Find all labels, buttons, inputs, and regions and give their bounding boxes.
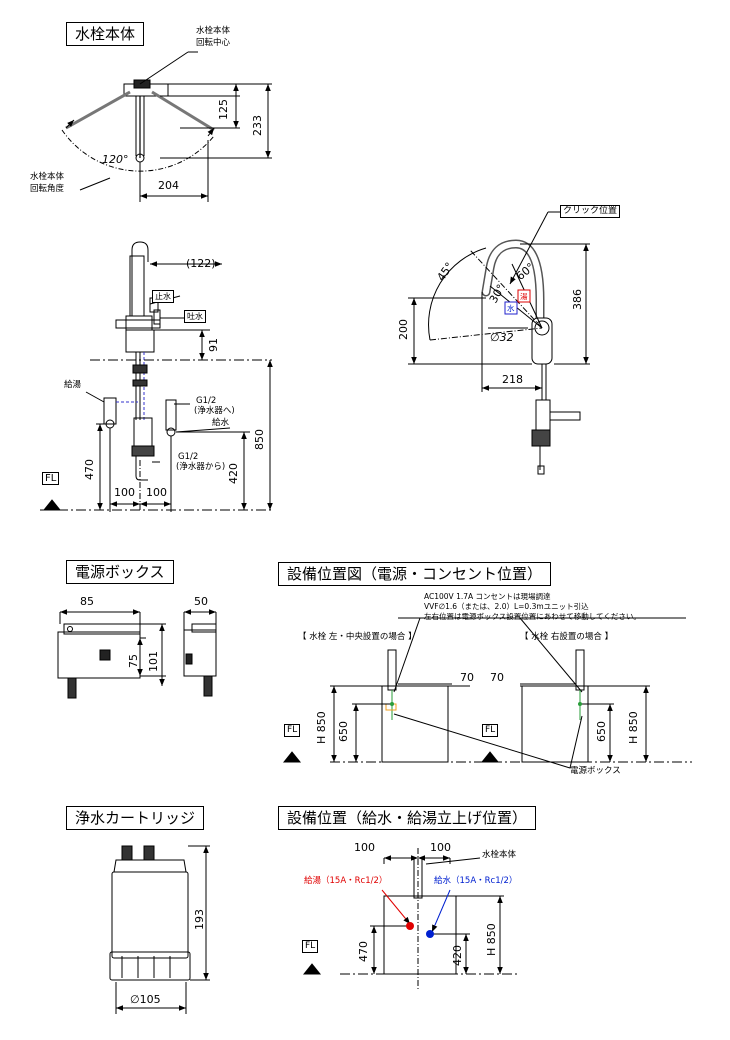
dim-101: 101 [147,651,160,672]
cold-marker: 水 [507,304,515,313]
section-title-supply: 設備位置（給水・給湯立上げ位置） [278,806,537,830]
g12-from-label-1: G1/2 [178,452,199,462]
fl-label-front: FL [42,472,60,485]
rotation-center-label-1: 水栓本体 [196,26,231,36]
equipment-note-1: AC100V 1.7A コンセントは現場調達 [424,592,551,601]
dim-125: 125 [217,99,230,120]
power-box-views [57,609,217,699]
dim-122: (122) [186,257,216,270]
dim-204: 204 [158,179,179,192]
rotation-angle-label-2: 回転角度 [30,184,65,194]
power-box-label: 電源ボックス [570,766,621,776]
click-position-label: クリック位置 [560,205,621,218]
dim-470: 470 [83,459,96,480]
dim-50: 50 [194,595,208,608]
rotation-angle-value: 120° [102,153,129,166]
dim-650-left: 650 [337,721,350,742]
equipment-position-views [282,617,692,769]
dim-420-supply: 420 [451,945,464,966]
dim-386: 386 [571,289,584,310]
dim-100-supply-left: 100 [354,841,375,854]
dim-70-right: 70 [490,671,504,684]
dia-105: ∅105 [130,993,161,1006]
section-title-equipment: 設備位置図（電源・コンセント位置） [278,562,552,586]
fl-label-supply: FL [302,940,319,953]
section-title-body: 水栓本体 [66,22,145,46]
dim-470-supply: 470 [357,941,370,962]
dim-h850-supply: H 850 [485,923,498,956]
dia-32: ∅32 [490,331,514,344]
dim-h850-right: H 850 [627,711,640,744]
rotation-angle-label-1: 水栓本体 [30,172,65,182]
cold-supply-size-label: 給水（15A・Rc1/2） [434,876,518,886]
dim-200: 200 [397,319,410,340]
cold-supply-label: 給水 [212,418,230,428]
supply-position-view [302,848,520,990]
section-title-cartridge: 浄水カートリッジ [66,806,205,830]
case-right-label: 【 水栓 右設置の場合 】 [520,632,614,642]
dim-420: 420 [227,463,240,484]
dim-75: 75 [127,654,140,668]
dim-70-left: 70 [460,671,474,684]
equipment-note-3: 左右位置は電源ボックス設置位置にあわせて移動してください。 [424,612,641,621]
dim-193: 193 [193,909,206,930]
cartridge-view [109,845,210,1014]
dim-100-left: 100 [114,486,135,499]
dim-850: 850 [253,429,266,450]
g12-from-label-2: (浄水器から) [176,462,226,472]
rotation-center-label-2: 回転中心 [196,38,231,48]
dim-91: 91 [207,338,220,352]
body-top-view [61,51,272,202]
stop-water-label: 止水 [152,290,174,303]
front-view [40,241,273,512]
section-title-power-box: 電源ボックス [66,560,174,584]
dim-100-supply-right: 100 [430,841,451,854]
dim-233: 233 [251,115,264,136]
fl-label-equipment-right: FL [482,724,499,737]
hot-supply-label: 給湯 [64,380,82,390]
dim-218: 218 [502,373,523,386]
equipment-note-2: VVF∅1.6（または、2.0）L=0.3mユニット引込 [424,602,589,611]
hot-supply-size-label: 給湯（15A・Rc1/2） [304,876,388,886]
g12-to-label-2: (浄水器へ) [194,406,235,416]
case-left-label: 【 水栓 左・中央設置の場合 】 [298,632,417,642]
g12-to-label-1: G1/2 [196,396,217,406]
fl-label-equipment-left: FL [284,724,301,737]
faucet-body-label: 水栓本体 [482,850,517,860]
side-view [408,211,590,475]
dim-100-right: 100 [146,486,167,499]
dim-85: 85 [80,595,94,608]
hot-marker: 湯 [520,292,528,301]
dim-h850-left: H 850 [315,711,328,744]
spout-water-label: 吐水 [184,310,206,323]
dim-650-right: 650 [595,721,608,742]
